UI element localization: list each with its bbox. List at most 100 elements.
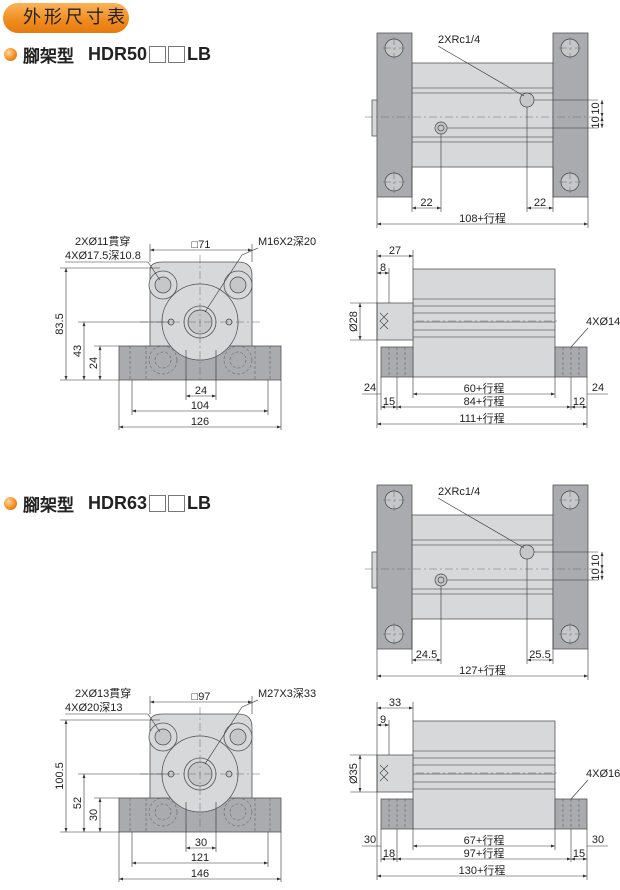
thread-callout: M16X2深20 bbox=[258, 235, 316, 248]
rod-flat-icon bbox=[379, 312, 389, 330]
dimension-label: 30 bbox=[592, 834, 604, 846]
circle bbox=[154, 351, 172, 369]
dimension-label: 22 bbox=[420, 197, 432, 209]
model-heading-hdr50: 腳架型 HDR50 LB bbox=[4, 42, 211, 67]
dimension-label: 27 bbox=[389, 245, 401, 257]
dimension-label: □97 bbox=[192, 691, 211, 703]
dimension-label: 33 bbox=[389, 697, 401, 709]
dimension-label: 126 bbox=[191, 416, 209, 428]
dimension-label: 104 bbox=[191, 400, 209, 412]
dimension-label: 43 bbox=[72, 345, 84, 357]
foot-plate-left bbox=[376, 32, 413, 198]
top-hole bbox=[154, 276, 172, 294]
port-hole bbox=[437, 124, 445, 132]
dimension-label: 30 bbox=[195, 837, 207, 849]
top-hole bbox=[154, 728, 172, 746]
dimension-label: 97+行程 bbox=[464, 847, 505, 860]
foot-plate-right bbox=[552, 32, 589, 198]
foot-hole-callout: 4XØ14 bbox=[586, 316, 620, 328]
port-label: 2XRc1/4 bbox=[438, 486, 480, 498]
dimension-label: 10 bbox=[590, 102, 602, 114]
dimension-label: 10 bbox=[590, 568, 602, 580]
dimension-label: □71 bbox=[192, 239, 211, 251]
foot-plate-right bbox=[552, 484, 589, 650]
drawing-top-view: 10 10 2XRc1/4 22 22 108+行程 bbox=[365, 32, 604, 228]
port-hole bbox=[437, 576, 445, 584]
dimension-label: 111+行程 bbox=[459, 412, 504, 425]
dimension-label: 24 bbox=[364, 382, 376, 394]
dimension-label: 12 bbox=[573, 396, 585, 408]
circle bbox=[154, 803, 172, 821]
dimension-label: Ø35 bbox=[348, 763, 360, 784]
side-cylinder-body bbox=[412, 720, 556, 830]
dimension-label: 18 bbox=[383, 848, 395, 860]
placeholder-box-icon bbox=[149, 495, 167, 512]
dimension-label: 24 bbox=[195, 385, 207, 397]
circle bbox=[223, 797, 253, 827]
dimension-label: 100.5 bbox=[54, 762, 66, 790]
dimension-label: 83.5 bbox=[54, 313, 66, 334]
dimension-label: Ø28 bbox=[348, 311, 360, 332]
model-name: HDR50 bbox=[88, 44, 148, 64]
circle bbox=[148, 797, 178, 827]
circle bbox=[223, 345, 253, 375]
circle bbox=[148, 345, 178, 375]
foot-hole-callout: 4XØ16 bbox=[586, 768, 620, 780]
drawing-top-view: 10 10 2XRc1/4 24.5 25.5 127+行程 bbox=[365, 484, 604, 680]
top-hole bbox=[229, 276, 247, 294]
model-suffix: LB bbox=[187, 493, 212, 513]
dimension-label: 24 bbox=[592, 382, 604, 394]
section-title-badge: 外形尺寸表 bbox=[3, 3, 129, 33]
circle bbox=[229, 351, 247, 369]
hole-callout: 4XØ17.5深10.8 bbox=[65, 249, 141, 262]
model-name: HDR63 bbox=[88, 493, 148, 513]
dimension-label: 121 bbox=[191, 852, 209, 864]
hole-callout: 2XØ11貫穿 bbox=[75, 234, 130, 248]
dimension-label: 84+行程 bbox=[464, 395, 505, 408]
dimension-label: 10 bbox=[590, 554, 602, 566]
dimension-label: 127+行程 bbox=[459, 664, 506, 677]
thread-callout: M27X3深33 bbox=[258, 687, 316, 700]
model-suffix: LB bbox=[187, 44, 212, 64]
side-rod bbox=[376, 754, 414, 793]
side-cylinder-body bbox=[412, 268, 556, 378]
cylinder-body bbox=[411, 62, 554, 168]
cylinder-body bbox=[411, 514, 554, 620]
bullet-icon bbox=[4, 497, 17, 510]
dimension-label: 8 bbox=[380, 262, 386, 274]
foot-plate-left bbox=[376, 484, 413, 650]
dimension-label: 30 bbox=[88, 809, 100, 821]
placeholder-box-icon bbox=[168, 495, 186, 512]
dimension-label: 22 bbox=[534, 197, 546, 209]
dimension-label: 108+行程 bbox=[459, 212, 506, 225]
side-rod bbox=[376, 302, 414, 341]
dimension-label: 52 bbox=[72, 797, 84, 809]
dimension-label: 24 bbox=[88, 357, 100, 369]
dimension-label: 130+行程 bbox=[459, 864, 506, 877]
heading-type: 腳架型 bbox=[23, 496, 74, 516]
rod-flat-icon bbox=[379, 764, 389, 782]
hole-callout: 2XØ13貫穿 bbox=[75, 686, 131, 700]
dimension-label: 146 bbox=[191, 868, 209, 880]
bullet-icon bbox=[4, 48, 17, 61]
placeholder-box-icon bbox=[149, 46, 167, 63]
port-label: 2XRc1/4 bbox=[438, 34, 480, 46]
circle bbox=[229, 803, 247, 821]
placeholder-box-icon bbox=[168, 46, 186, 63]
dimension-label: 10 bbox=[590, 116, 602, 128]
dimension-label: 15 bbox=[383, 396, 395, 408]
hole-callout: 4XØ20深13 bbox=[65, 701, 122, 714]
heading-type: 腳架型 bbox=[23, 47, 74, 67]
dimension-label: 30 bbox=[364, 834, 376, 846]
dimension-label: 67+行程 bbox=[464, 834, 505, 847]
dimension-label: 15 bbox=[573, 848, 585, 860]
dimension-label: 24.5 bbox=[416, 649, 437, 661]
dimension-label: 60+行程 bbox=[464, 382, 505, 395]
dimension-label: 25.5 bbox=[529, 649, 550, 661]
top-hole bbox=[229, 728, 247, 746]
